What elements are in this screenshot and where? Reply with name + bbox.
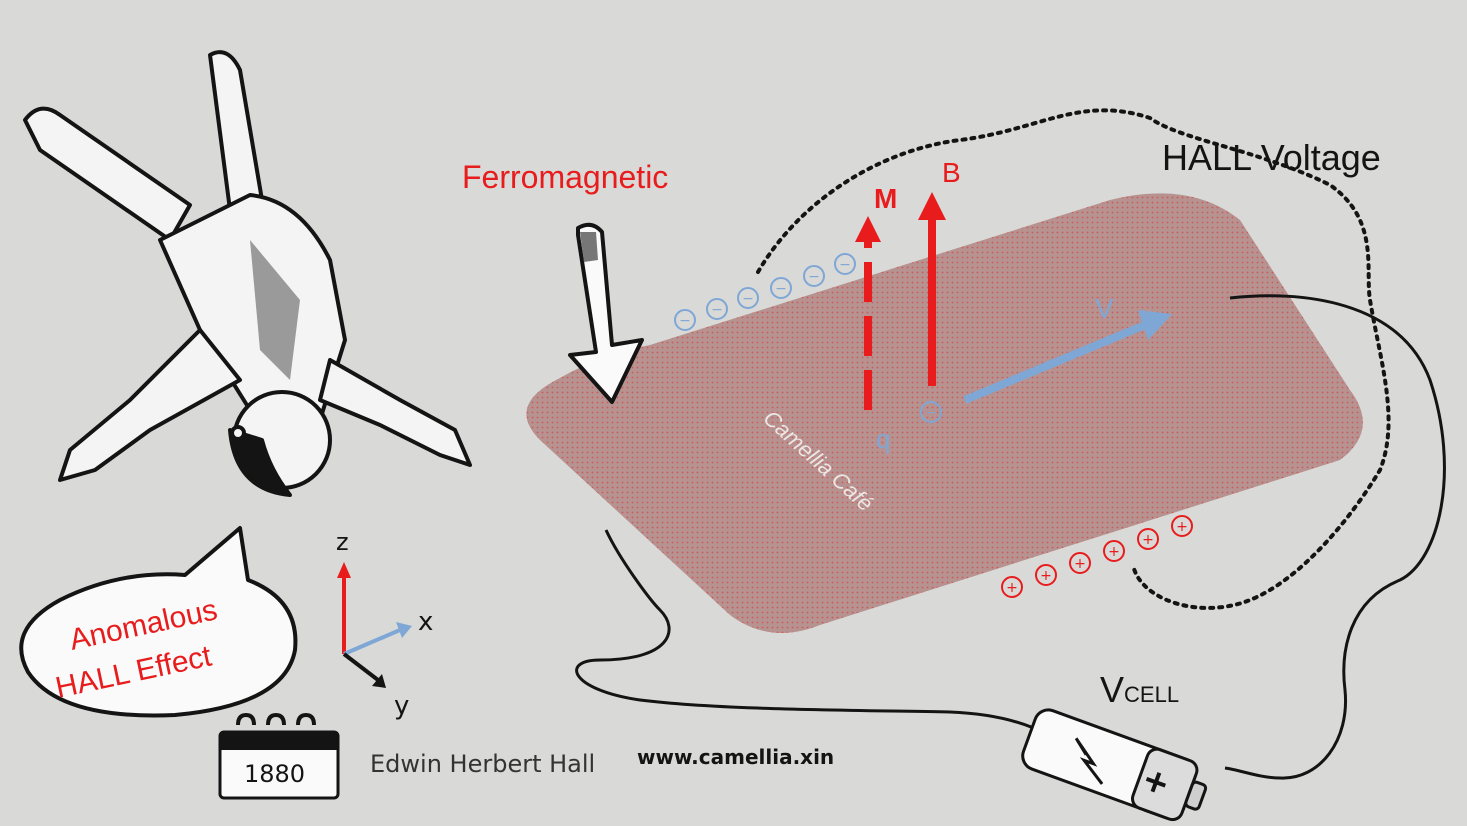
scientist-name: Edwin Herbert Hall [370, 750, 595, 778]
svg-text:−: − [775, 281, 787, 297]
svg-text:−: − [839, 257, 851, 273]
ferromagnetic-label: Ferromagnetic [462, 159, 668, 195]
svg-text:−: − [808, 269, 820, 285]
magnetization-arrowhead [855, 216, 881, 242]
axis-y-label: y [394, 691, 409, 721]
speech-bubble [19, 526, 298, 718]
website-label: www.camellia.xin [637, 745, 834, 769]
svg-text:+: + [1176, 519, 1188, 535]
svg-text:+: + [1074, 556, 1086, 572]
electron-charge [920, 401, 942, 423]
hall-voltage-label: HALL Voltage [1162, 137, 1381, 178]
velocity-arrow [963, 321, 1147, 404]
circuit-wire-left [575, 529, 1049, 737]
svg-text:+: + [1040, 568, 1052, 584]
m-label: M [874, 183, 897, 214]
positive-charges [1001, 515, 1193, 598]
vcell-label: VCELL [1100, 669, 1179, 710]
electron-sign: − [925, 405, 937, 421]
hall-voltage-loop [756, 108, 1391, 610]
b-label: B [942, 157, 961, 188]
positive-charge-signs: + + + + + + [1006, 519, 1188, 596]
axis-z-label: z [336, 528, 349, 556]
down-arrow-icon [568, 222, 644, 404]
svg-text:+: + [1006, 580, 1018, 596]
svg-text:−: − [679, 313, 691, 329]
negative-charge-signs: − − − − − − [679, 257, 851, 329]
coordinate-axes [337, 562, 412, 688]
battery-icon [1021, 708, 1208, 822]
svg-text:+: + [1142, 532, 1154, 548]
ferromagnetic-plate [526, 193, 1363, 634]
axis-x-label: x [418, 607, 433, 637]
negative-charges [674, 253, 856, 331]
svg-text:−: − [742, 291, 754, 307]
edwin-hall-figure [23, 50, 472, 497]
svg-text:+: + [1108, 544, 1120, 560]
svg-text:−: − [711, 302, 723, 318]
calendar-icon [218, 712, 340, 800]
v-label: V [1095, 293, 1114, 324]
year-label: 1880 [244, 760, 305, 788]
velocity-arrowhead [1138, 310, 1172, 340]
magnetic-field-arrowhead [918, 192, 946, 220]
circuit-wire [1224, 294, 1446, 780]
q-label: q [876, 424, 890, 454]
